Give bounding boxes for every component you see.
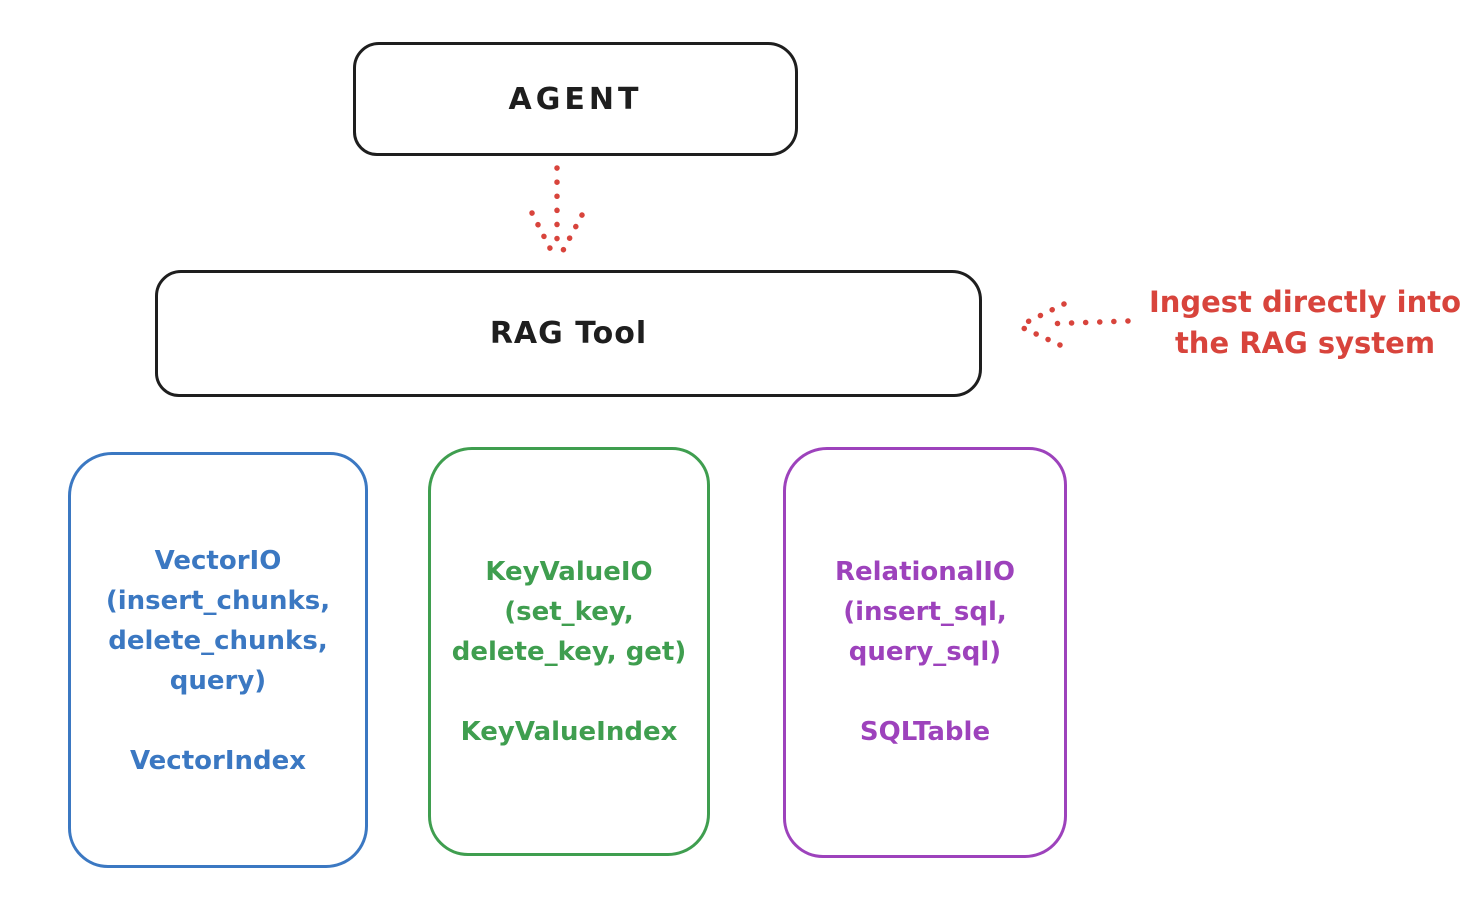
relational-io-spacer — [786, 672, 1064, 712]
sql-table-label: SQLTable — [859, 717, 991, 747]
vector-io-spacer — [71, 701, 365, 741]
relational-io-title: RelationalIO — [834, 557, 1016, 587]
keyvalue-index-label: KeyValueIndex — [460, 717, 678, 747]
agent-box: AGENT — [353, 42, 798, 156]
keyvalue-io-methods-line1: (set_key, — [504, 597, 634, 627]
dotted-arrow-down-icon — [529, 165, 585, 261]
ingest-annotation: Ingest directly into the RAG system — [1140, 282, 1470, 364]
relational-io-methods-line1: (insert_sql, — [843, 597, 1007, 627]
rag-tool-label: RAG Tool — [489, 316, 648, 351]
keyvalue-io-spacer — [431, 672, 707, 712]
agent-label: AGENT — [508, 81, 643, 117]
ingest-annotation-line1: Ingest directly into — [1148, 285, 1462, 319]
vector-index-label: VectorIndex — [129, 746, 307, 776]
relational-io-box: RelationalIO (insert_sql, query_sql) SQL… — [783, 447, 1067, 858]
vector-io-methods-line1: (insert_chunks, — [105, 586, 331, 616]
vector-io-methods-line3: query) — [169, 666, 267, 696]
vector-io-methods-line2: delete_chunks, — [108, 626, 328, 656]
dotted-arrow-left-icon — [1018, 301, 1131, 348]
keyvalue-io-methods-line2: delete_key, get) — [451, 637, 687, 667]
ingest-annotation-line2: the RAG system — [1174, 326, 1436, 360]
rag-tool-box: RAG Tool — [155, 270, 982, 397]
keyvalue-io-title: KeyValueIO — [485, 557, 653, 587]
relational-io-methods-line2: query_sql) — [848, 637, 1002, 667]
vector-io-box: VectorIO (insert_chunks, delete_chunks, … — [68, 452, 368, 868]
keyvalue-io-box: KeyValueIO (set_key, delete_key, get) Ke… — [428, 447, 710, 856]
vector-io-title: VectorIO — [154, 546, 282, 576]
